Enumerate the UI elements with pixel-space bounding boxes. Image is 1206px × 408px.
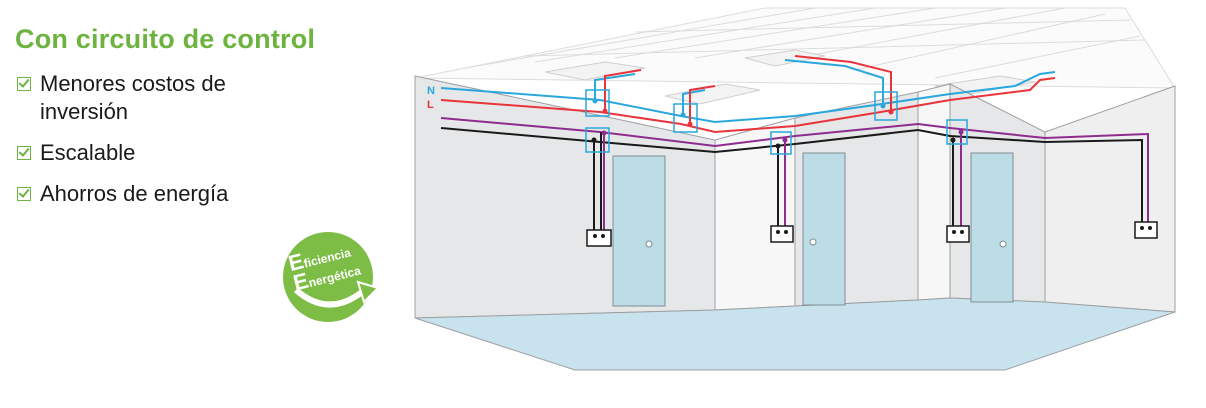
badge-initial: E	[291, 268, 311, 296]
switch-dots	[593, 226, 1152, 238]
junction-boxes	[585, 89, 968, 155]
wiring	[440, 55, 1149, 232]
checkbox-icon	[17, 187, 31, 201]
live-wire	[440, 77, 1056, 134]
arrow-head-icon	[356, 280, 380, 304]
badge-arrow-arc	[294, 287, 364, 308]
switch	[770, 225, 794, 243]
switch	[946, 225, 970, 243]
junction-box	[770, 131, 792, 155]
ceiling-light	[544, 61, 646, 81]
door-knob	[999, 240, 1007, 248]
benefit-item: Escalable	[17, 139, 280, 167]
switch	[1134, 221, 1158, 239]
walls	[414, 75, 1176, 319]
door-knob	[645, 240, 653, 248]
ground-wire	[440, 127, 1143, 226]
doors	[612, 152, 1014, 307]
page-title: Con circuito de control	[15, 24, 316, 54]
badge-initial: E	[286, 248, 306, 276]
connection-dots	[591, 98, 964, 149]
benefit-label: Escalable	[40, 140, 136, 165]
neutral-wire-label: N	[427, 85, 435, 97]
neutral-wire	[440, 71, 1056, 124]
switch	[586, 229, 612, 247]
junction-box	[946, 119, 968, 145]
benefit-label: Menores costos de inversión	[40, 71, 226, 124]
ceiling-light	[744, 49, 826, 67]
door	[802, 152, 846, 306]
checkbox-icon	[17, 146, 31, 160]
door	[612, 155, 666, 307]
benefit-label: Ahorros de energía	[40, 181, 229, 206]
energy-efficiency-badge: Eficiencia Energética	[283, 232, 380, 322]
junction-box	[673, 103, 698, 133]
control-wire	[440, 117, 1149, 226]
switches	[586, 221, 1158, 247]
benefit-item: Ahorros de energía	[17, 180, 280, 208]
junction-box	[585, 127, 610, 153]
benefits-list: Menores costos de inversión Escalable Ah…	[17, 70, 280, 221]
junction-box	[874, 91, 898, 121]
junction-box	[585, 89, 610, 117]
checkbox-icon	[17, 77, 31, 91]
benefit-item: Menores costos de inversión	[17, 70, 280, 126]
live-wire-label: L	[427, 99, 434, 111]
ceiling-grid	[414, 7, 1176, 89]
control-circuit-diagram: N L	[414, 7, 1176, 371]
door-knob	[809, 238, 817, 246]
door	[970, 152, 1014, 303]
